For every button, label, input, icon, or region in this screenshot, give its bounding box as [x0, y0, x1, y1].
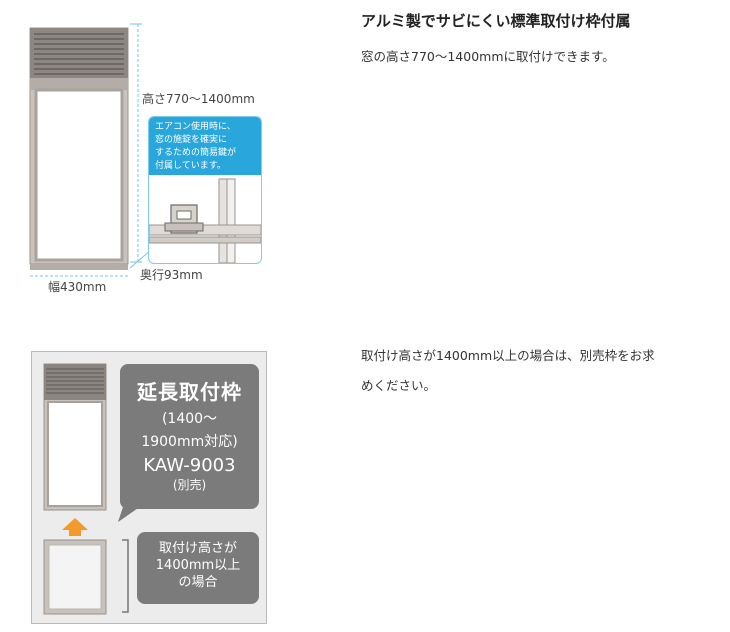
condition-line-2: 1400mm以上 [155, 558, 241, 573]
height-condition-box: 取付け高さが 1400mm以上 の場合 [137, 532, 259, 604]
extension-description: 取付け高さが1400mm以上の場合は、別売枠をお求 めください。 [361, 341, 701, 401]
width-dimension-label: 幅430mm [48, 280, 107, 294]
callout-line-3: するための簡易鍵が [155, 148, 237, 158]
callout-line-1: エアコン使用時に、 [155, 122, 236, 132]
extension-frame-title: 延長取付枠 [137, 380, 242, 404]
key-callout-box: エアコン使用時に、 窓の施錠を確実に するための簡易鍵が 付属しています。 [148, 116, 262, 264]
lock-detail-drawing [149, 178, 261, 263]
frame-heading: アルミ製でサビにくい標準取付け枠付属 [361, 12, 631, 30]
extension-range-line-1: (1400〜 [161, 411, 218, 427]
extension-description-line-2: めください。 [361, 378, 437, 393]
extension-frame-label-box: 延長取付枠 (1400〜 1900mm対応) KAW-9003 (別売) [120, 364, 259, 509]
height-dimension-label: 高さ770〜1400mm [142, 92, 255, 106]
callout-line-2: 窓の施錠を確実に [155, 135, 228, 145]
depth-dimension-label: 奥行93mm [140, 268, 203, 282]
frame-description: 窓の高さ770〜1400mmに取付けできます。 [361, 49, 615, 64]
key-callout-text: エアコン使用時に、 窓の施錠を確実に するための簡易鍵が 付属しています。 [149, 117, 261, 175]
extension-frame-figure: 延長取付枠 (1400〜 1900mm対応) KAW-9003 (別売) 取付け… [31, 351, 267, 624]
extension-description-line-1: 取付け高さが1400mm以上の場合は、別売枠をお求 [361, 348, 655, 363]
sold-separately-note: (別売) [172, 478, 207, 492]
model-number: KAW-9003 [143, 455, 236, 476]
extension-range-line-2: 1900mm対応) [141, 434, 238, 450]
condition-line-3: の場合 [178, 575, 218, 590]
condition-line-1: 取付け高さが [158, 541, 237, 556]
window-ac-unit-drawing [29, 23, 169, 277]
callout-line-4: 付属しています。 [155, 161, 226, 171]
extension-frame-drawing [43, 363, 144, 615]
air-conditioner-frame-figure: 高さ770〜1400mm 幅430mm 奥行93mm [18, 10, 278, 300]
